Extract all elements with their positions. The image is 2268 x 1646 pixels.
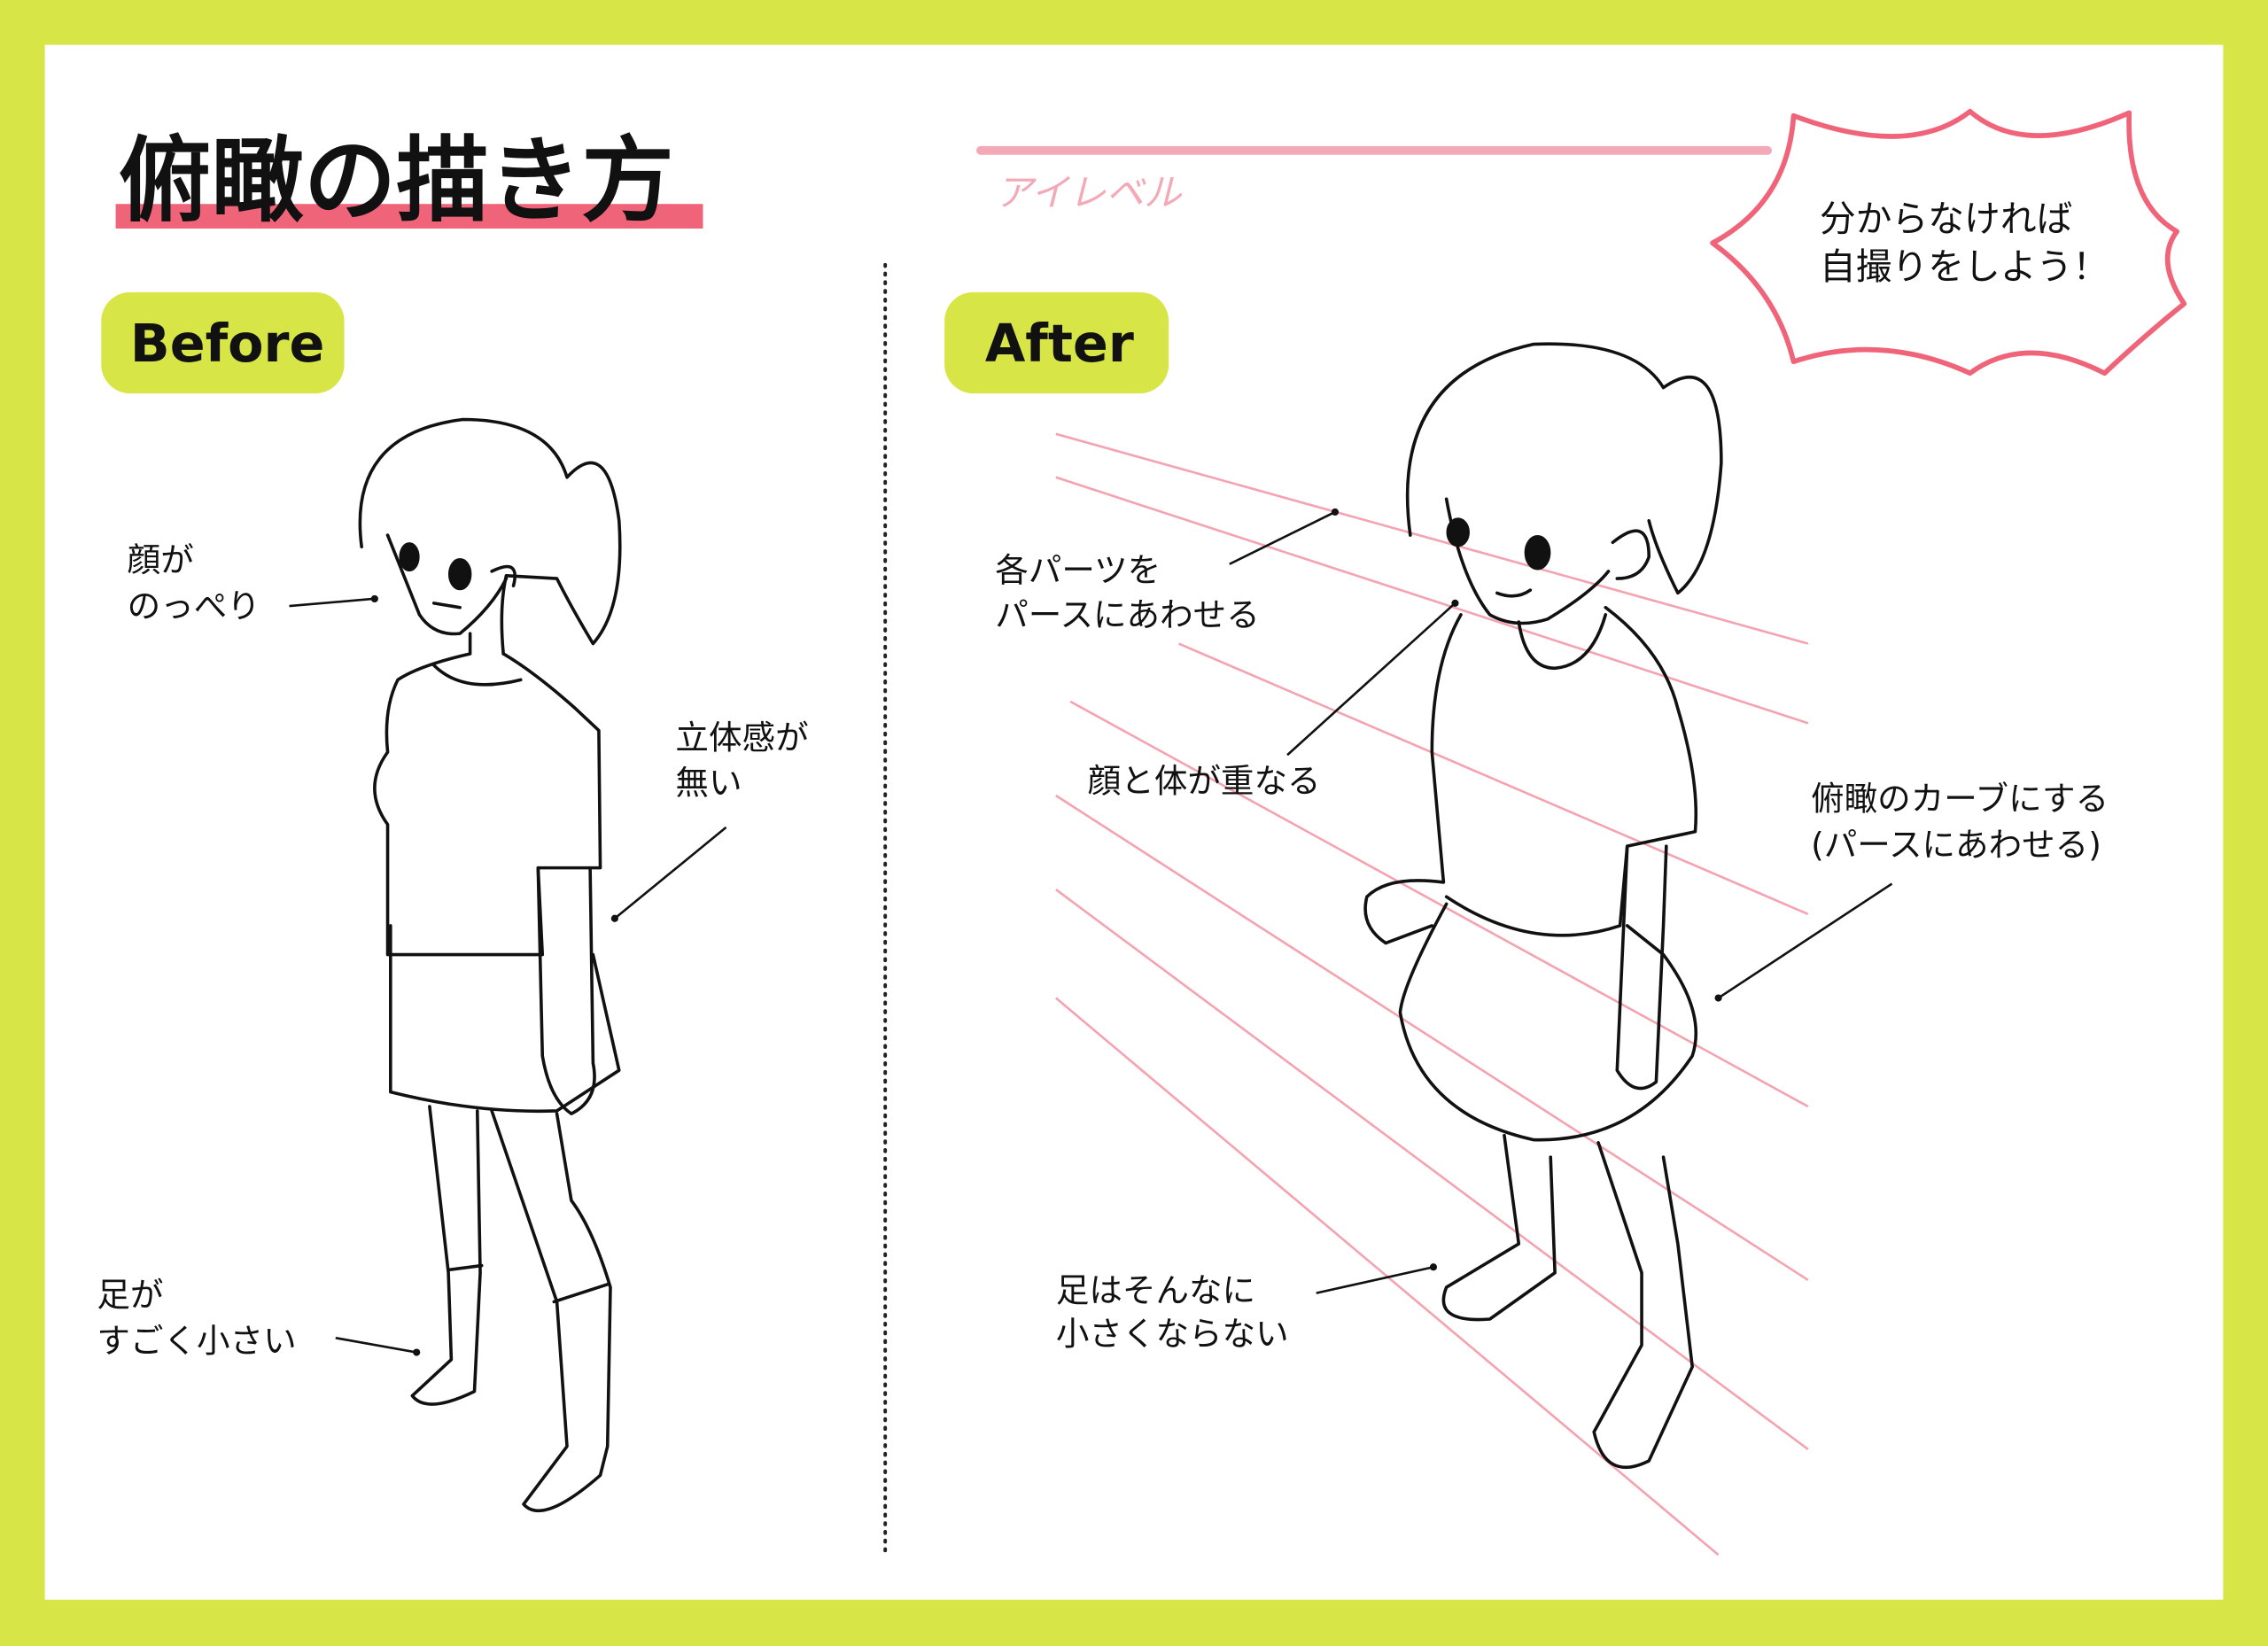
svg-text:のっぺり: のっぺり	[128, 586, 260, 625]
bubble-line-2: 自撮りをしよう！	[1820, 245, 2109, 288]
svg-text:足はそんなに: 足はそんなに	[1056, 1270, 1255, 1309]
before-badge: Before	[101, 291, 345, 394]
before-note-small-feet: 足が すごく小さい	[97, 1275, 421, 1361]
svg-text:足が: 足が	[97, 1275, 163, 1314]
after-note-parts-perspective: 各パーツを パースにあわせる	[995, 508, 1340, 634]
svg-text:After: After	[985, 313, 1134, 374]
svg-text:小さくならない: 小さくならない	[1056, 1314, 1289, 1353]
svg-text:顔と体が重なる: 顔と体が重なる	[1088, 762, 1321, 801]
after-note-face-body-overlap: 顔と体が重なる	[1088, 599, 1459, 801]
after-figure-illustration	[1363, 342, 1723, 1470]
svg-text:各パーツを: 各パーツを	[995, 550, 1161, 589]
svg-text:Before: Before	[130, 313, 324, 374]
speech-bubble	[1710, 108, 2187, 377]
svg-text:顔が: 顔が	[128, 540, 194, 579]
svg-text:パースにあわせる: パースにあわせる	[995, 595, 1260, 634]
svg-text:無い: 無い	[675, 763, 742, 802]
before-figure-illustration	[358, 417, 622, 1513]
title-underline	[115, 204, 703, 229]
svg-text:すごく小さい: すごく小さい	[97, 1322, 296, 1361]
svg-text:俯瞰のカーブにする: 俯瞰のカーブにする	[1811, 779, 2109, 818]
eye-level-label: アイレベル	[995, 172, 1183, 215]
bubble-line-1: 分からなければ	[1820, 198, 2073, 240]
svg-text:(パースにあわせる): (パースにあわせる)	[1811, 826, 2101, 865]
after-badge: After	[944, 291, 1169, 394]
page-title: 俯瞰の描き方	[119, 127, 674, 235]
after-note-overhead-curve: 俯瞰のカーブにする (パースにあわせる)	[1714, 779, 2109, 1002]
before-note-flat-face: 顔が のっぺり	[128, 540, 378, 625]
svg-text:立体感が: 立体感が	[675, 718, 808, 757]
before-note-no-depth: 立体感が 無い	[610, 718, 809, 922]
after-note-feet-not-small: 足はそんなに 小さくならない	[1056, 1263, 1438, 1353]
